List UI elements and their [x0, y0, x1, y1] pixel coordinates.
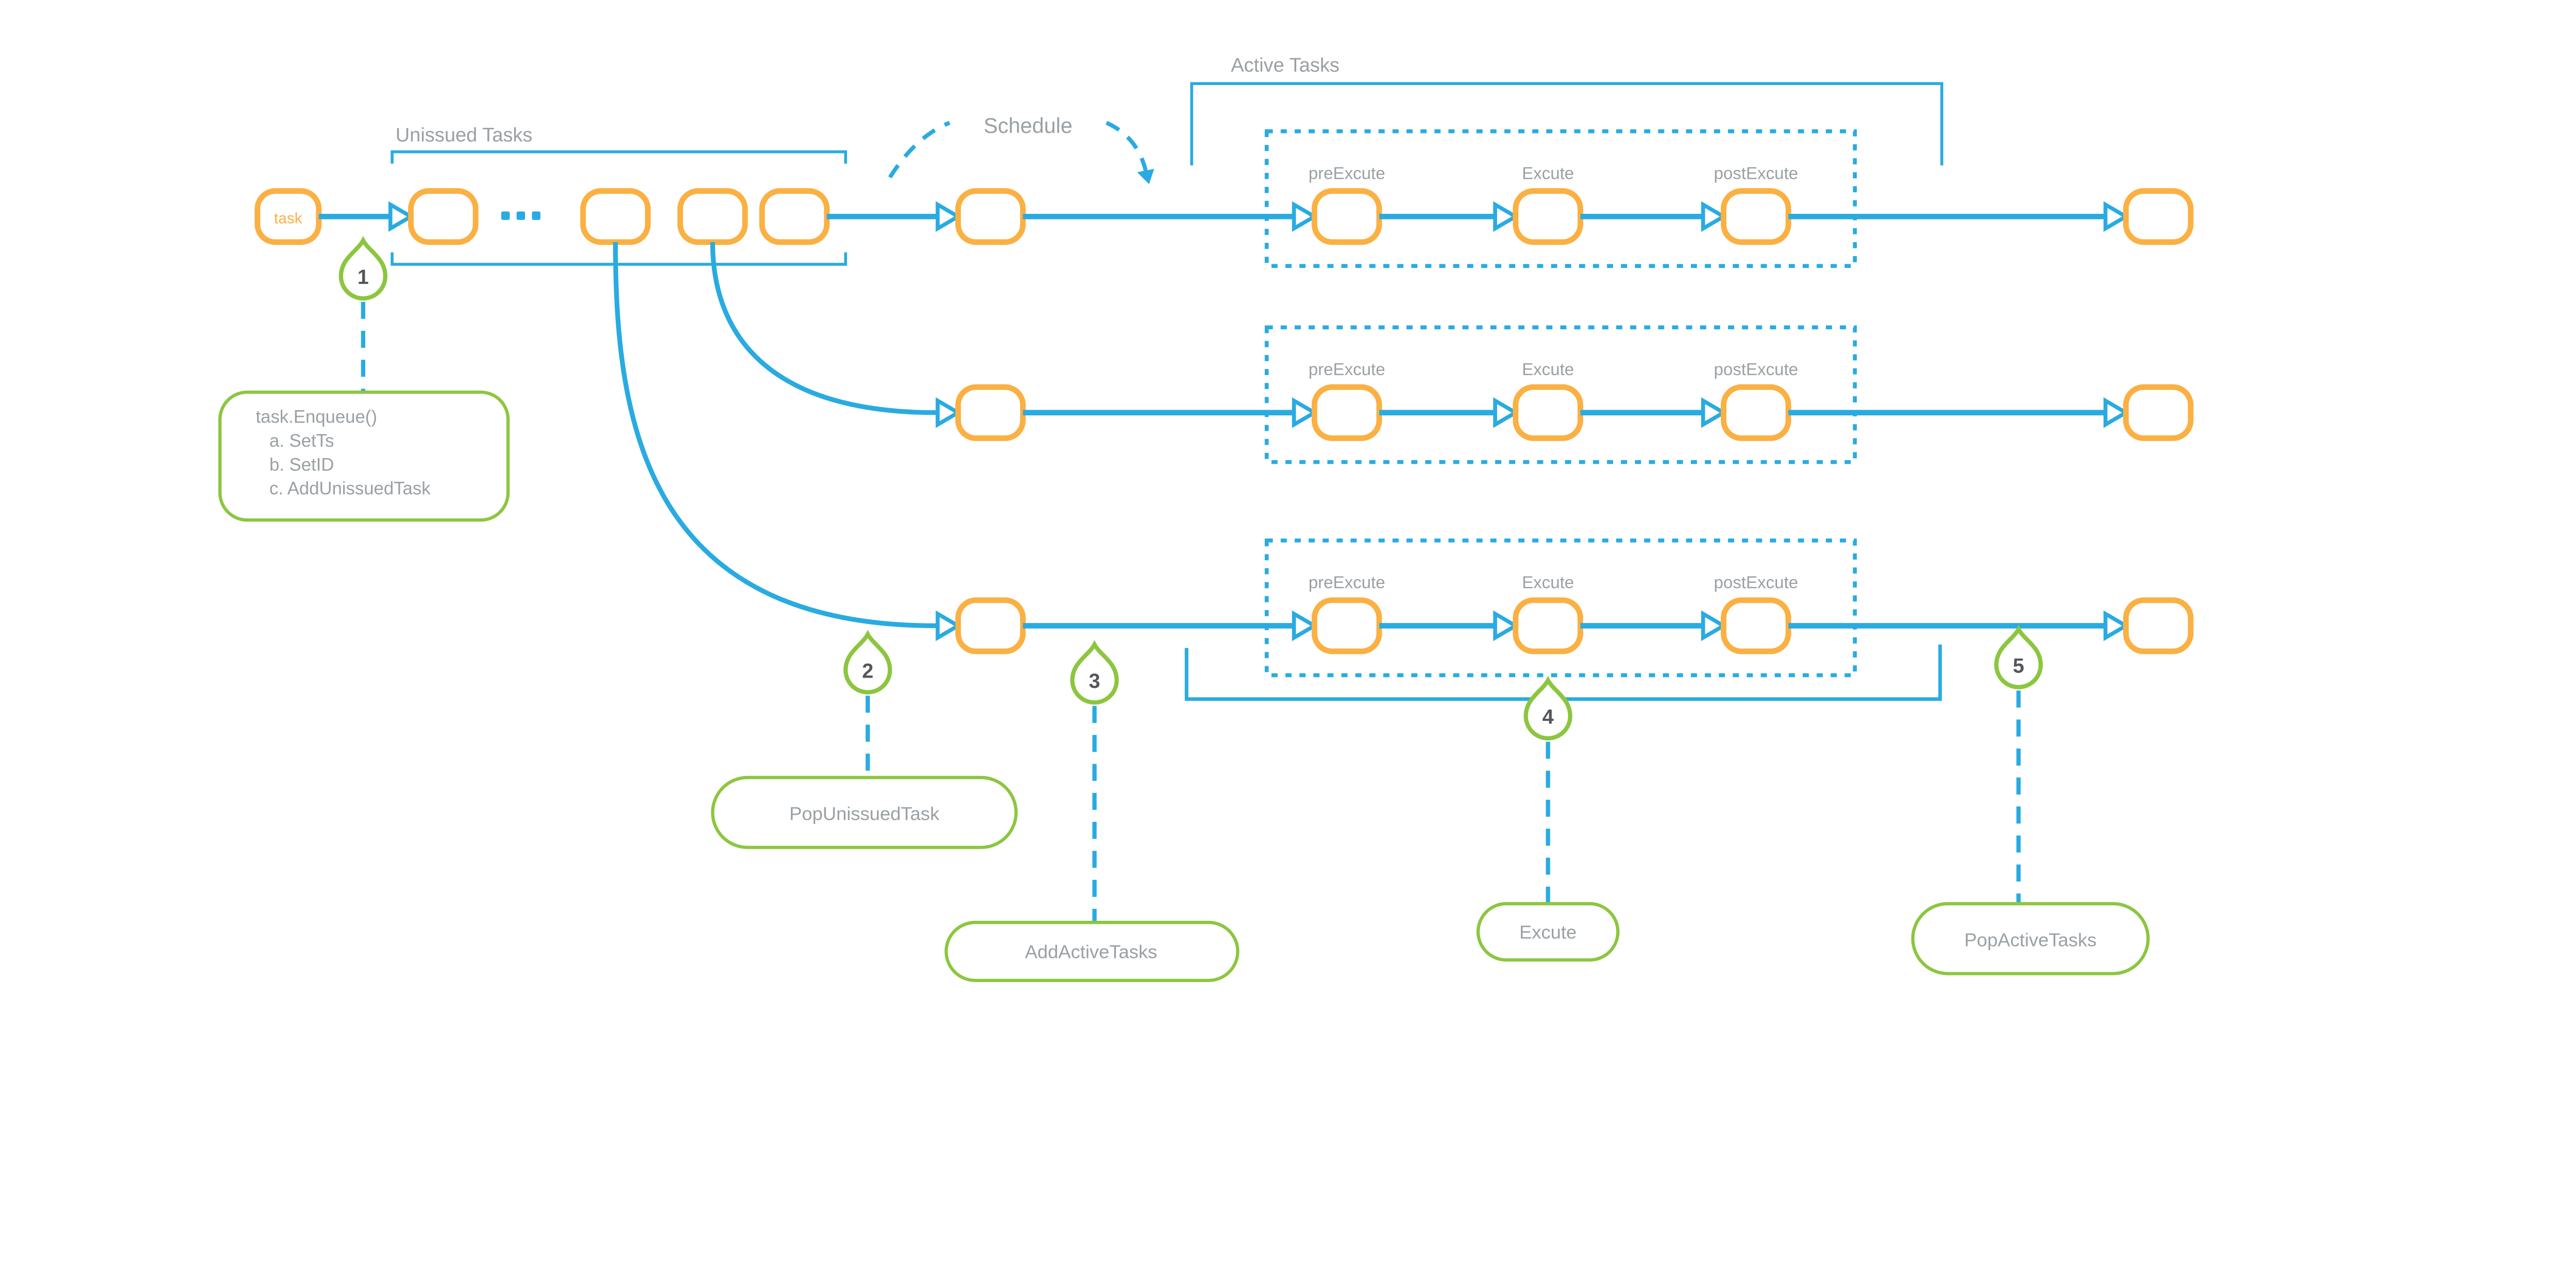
arrowhead-icon: [1703, 401, 1724, 425]
stage-label-excute: Excute: [1522, 573, 1574, 593]
stage-label-preexcute: preExcute: [1309, 164, 1385, 183]
queue-node-3: [677, 188, 748, 245]
row1-excute-node: [1513, 188, 1583, 245]
row2-execution-dotted-box: [1264, 325, 1857, 464]
arrowhead-icon: [1495, 205, 1516, 228]
row1-postexcute-node: [1721, 188, 1791, 245]
arrowhead-icon: [1495, 401, 1516, 425]
schedule-section: Schedule: [888, 114, 1155, 184]
schedule-arc-arrowhead-icon: [1137, 168, 1155, 184]
note-box-enqueue: [218, 390, 510, 522]
note-text: Excute: [1519, 922, 1577, 943]
row3-execution-dotted-box: [1264, 538, 1857, 678]
note-box-popactivetasks: [1911, 902, 2150, 975]
ellipsis-dot: [501, 211, 510, 220]
note-text: PopActiveTasks: [1964, 930, 2097, 951]
stage-label-preexcute: preExcute: [1309, 573, 1385, 593]
task-node-label: task: [274, 210, 302, 227]
marker-2: 2 PopUnissuedTask: [711, 634, 1018, 849]
stage-label-excute: Excute: [1522, 360, 1574, 379]
arrowhead-icon: [391, 205, 411, 228]
row2-schedule-node: [955, 384, 1026, 441]
note-box-addactivetasks: [944, 921, 1240, 982]
arrowhead-icon: [938, 614, 958, 637]
schedule-dashed-arc-left: [888, 121, 951, 179]
schedule-dashed-arc-right: [1105, 121, 1148, 171]
note-text: AddActiveTasks: [1025, 941, 1157, 963]
arrowhead-icon: [1495, 614, 1516, 637]
arrowhead-icon: [938, 401, 958, 425]
note-text: PopUnissuedTask: [789, 803, 940, 824]
arrowhead-icon: [2106, 205, 2126, 228]
worker-row-1: preExcute Excute postExcute: [826, 129, 2194, 268]
marker-4: 4 Excute: [1476, 680, 1620, 962]
note-box-popunissuedtask: [711, 775, 1018, 849]
arrowhead-icon: [1703, 614, 1724, 637]
row2-preexcute-node: [1311, 384, 1382, 441]
ellipsis-dot: [516, 211, 526, 220]
marker-5: 5 PopActiveTasks: [1911, 629, 2150, 975]
arrowhead-icon: [1294, 205, 1315, 228]
arrowhead-icon: [2106, 401, 2126, 425]
row3-excute-node: [1513, 597, 1583, 654]
row2-excute-node: [1513, 384, 1583, 441]
row3-schedule-node: [955, 597, 1026, 654]
note-line: a. SetTs: [269, 431, 334, 451]
ellipsis-dots-icon: [501, 211, 540, 220]
unissued-tasks-label: Unissued Tasks: [396, 125, 533, 146]
curve-queue-to-row3: [613, 242, 936, 629]
active-tasks-bracket-top: [1190, 82, 1943, 165]
curve-queue-to-row2: [710, 242, 936, 415]
row2-done-node: [2123, 384, 2194, 441]
arrowhead-icon: [1294, 614, 1315, 637]
unissued-tasks-section: Unissued Tasks task: [255, 125, 848, 266]
stage-label-postexcute: postExcute: [1714, 360, 1799, 379]
arrowhead-icon: [1294, 401, 1315, 425]
queue-node-2: [580, 188, 651, 245]
row2-postexcute-node: [1721, 384, 1791, 441]
row1-done-node: [2123, 188, 2194, 245]
stage-label-postexcute: postExcute: [1714, 164, 1799, 183]
row1-preexcute-node: [1311, 188, 1382, 245]
active-tasks-label: Active Tasks: [1231, 55, 1340, 76]
note-line: c. AddUnissuedTask: [269, 479, 431, 499]
row1-schedule-node: [955, 188, 1026, 245]
task-scheduling-diagram: Unissued Tasks task Schedule Active Task…: [218, 54, 2194, 982]
ellipsis-dot: [532, 211, 540, 220]
marker-number: 4: [1543, 706, 1554, 729]
unissued-bracket-top: [391, 150, 848, 164]
stage-label-excute: Excute: [1522, 164, 1574, 183]
note-line: b. SetID: [269, 455, 334, 475]
queue-node-1: [408, 188, 479, 245]
note-box-excute: [1476, 902, 1620, 962]
unissued-bracket-bottom: [391, 252, 848, 266]
row3-done-node: [2123, 597, 2194, 654]
stage-label-postexcute: postExcute: [1714, 573, 1799, 593]
stage-label-preexcute: preExcute: [1309, 360, 1385, 379]
arrowhead-icon: [1703, 205, 1724, 228]
marker-3: 3 AddActiveTasks: [944, 645, 1240, 982]
marker-number: 2: [862, 660, 873, 682]
arrowhead-icon: [938, 205, 958, 228]
marker-number: 1: [358, 266, 369, 289]
schedule-label: Schedule: [984, 114, 1072, 138]
marker-number: 3: [1089, 670, 1100, 693]
row3-postexcute-node: [1721, 597, 1791, 654]
queue-node-4: [759, 188, 830, 245]
worker-row-2: preExcute Excute postExcute: [955, 325, 2194, 464]
note-line: task.Enqueue(): [256, 408, 377, 427]
arrowhead-icon: [2106, 614, 2126, 637]
row3-preexcute-node: [1311, 597, 1382, 654]
worker-row-3: preExcute Excute postExcute: [955, 538, 2194, 678]
marker-1: 1 task.Enqueue() a. SetTs b. SetID c. Ad…: [218, 241, 510, 522]
marker-number: 5: [2013, 654, 2024, 677]
row1-execution-dotted-box: [1264, 129, 1857, 268]
